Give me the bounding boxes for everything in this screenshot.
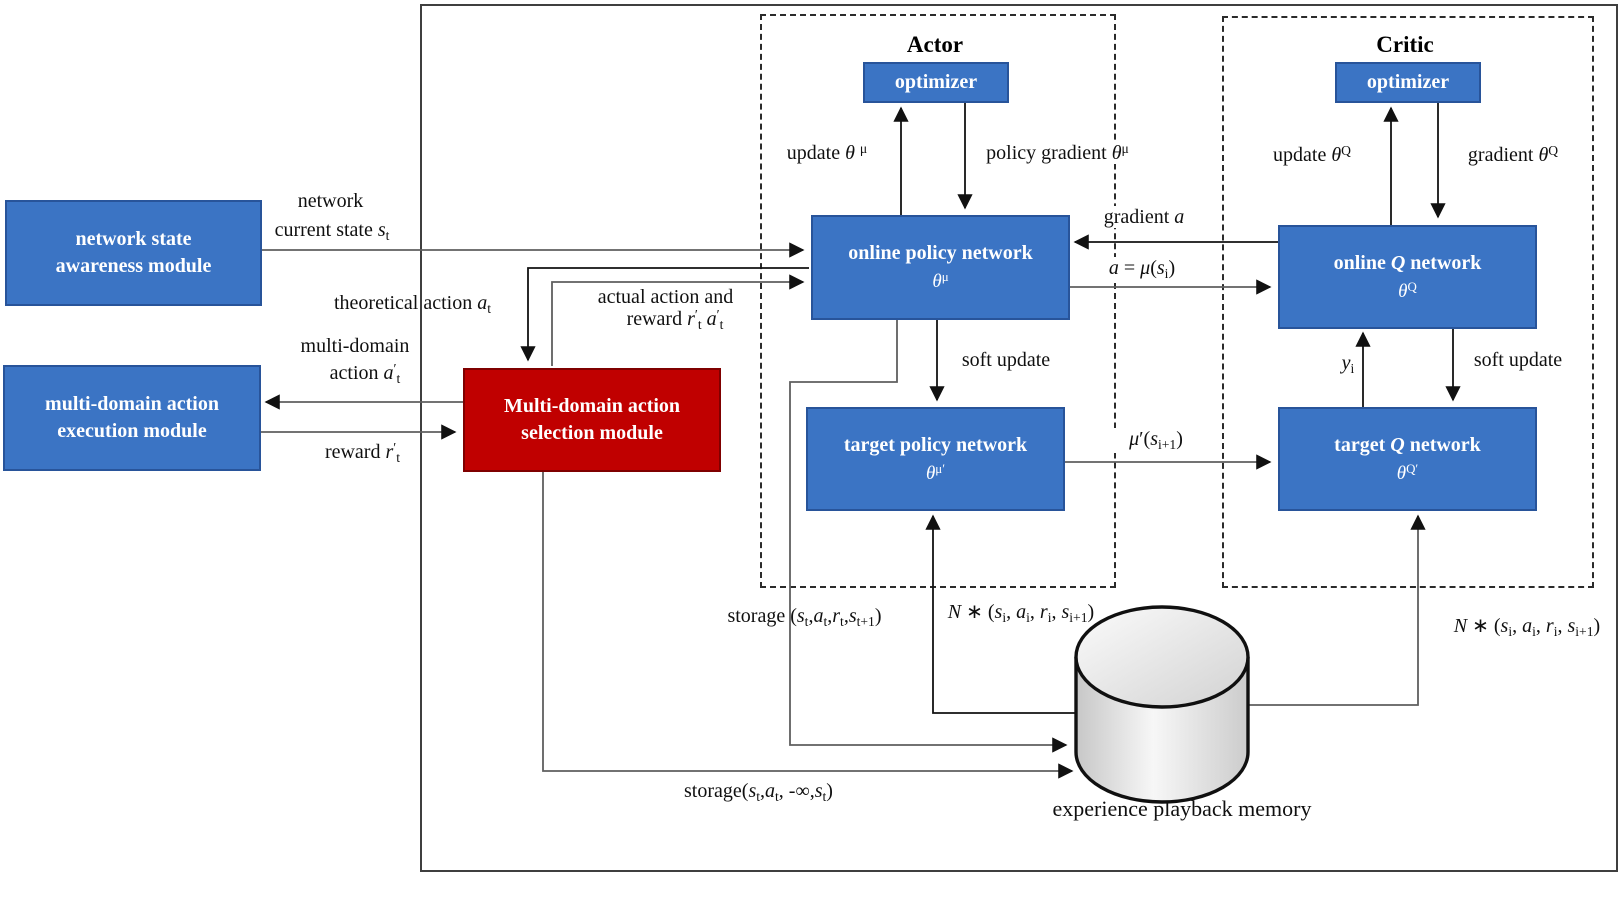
edge-storage-inf — [542, 470, 1074, 779]
label-y-i: yi — [1341, 352, 1355, 377]
label-reward: reward r′t — [324, 440, 401, 466]
label-gradient-theta-q: gradient θQ — [1445, 143, 1581, 167]
label-update-theta-mu: update θ μ — [786, 141, 868, 165]
label-multidomain: multi-domain — [300, 335, 410, 357]
label-batch-right: N ∗ (si, ai, ri, si+1) — [1453, 615, 1601, 640]
label-gradient-a: gradient a — [1086, 206, 1202, 228]
edge-actual-action-reward — [551, 274, 805, 366]
label-soft-update-critic: soft update — [1473, 349, 1563, 371]
edge-batch-to-target-q — [1245, 514, 1426, 706]
actor-group-frame — [760, 14, 1116, 588]
module-label-line: execution module — [57, 420, 207, 442]
module-label-line: selection module — [521, 422, 663, 444]
actor-optimizer-box: optimizer — [863, 62, 1009, 103]
label-current-state: current state st — [274, 219, 390, 244]
optimizer-label: optimizer — [894, 71, 978, 93]
critic-group-frame — [1222, 16, 1594, 588]
edge-storage-t — [789, 317, 1068, 753]
online-q-network-box: online Q network θQ — [1278, 225, 1537, 329]
edge-batch-to-target-policy — [925, 514, 1080, 714]
network-param: θQ — [1398, 278, 1417, 302]
network-name: target Q network — [1334, 433, 1481, 456]
network-param: θμ′ — [925, 460, 946, 484]
label-theoretical-action: theoretical action at — [333, 292, 492, 317]
label-soft-update-actor: soft update — [961, 349, 1051, 371]
network-param: θQ′ — [1396, 460, 1419, 484]
label-policy-gradient: policy gradient θμ — [968, 141, 1147, 165]
online-policy-network-box: online policy network θμ — [811, 215, 1070, 320]
label-mu-s-next: μ′(si+1) — [1090, 428, 1222, 454]
label-multidomain-action: action a′t — [329, 361, 401, 387]
module-label-line: multi-domain action — [45, 393, 219, 415]
target-q-network-box: target Q network θQ′ — [1278, 407, 1537, 511]
system-boundary — [420, 4, 1618, 872]
critic-optimizer-box: optimizer — [1335, 62, 1481, 103]
module-label-line: network state — [75, 228, 192, 250]
edge-theoretical-action — [520, 267, 809, 362]
multi-domain-action-execution-module: multi-domain action execution module — [3, 365, 261, 471]
critic-title: Critic — [1376, 32, 1434, 57]
label-storage-inf: storage(st,at, -∞,st) — [684, 780, 833, 805]
multi-domain-action-selection-module: Multi-domain action selection module — [463, 368, 721, 472]
target-policy-network-box: target policy network θμ′ — [806, 407, 1065, 511]
label-update-theta-q: update θQ — [1273, 143, 1351, 167]
label-a-eq-mu: a = μ(si) — [1078, 257, 1206, 283]
network-name: online policy network — [848, 242, 1033, 265]
actor-title: Actor — [906, 32, 964, 57]
label-actual-reward: reward r′t a′t — [626, 307, 724, 333]
network-name: target policy network — [843, 433, 1028, 456]
network-name: online Q network — [1333, 251, 1482, 274]
label-actual-action: actual action and — [597, 286, 734, 308]
experience-memory-cylinder — [1074, 605, 1250, 804]
label-network: network — [297, 190, 364, 212]
label-storage-t: storage (st,at,rt,st+1) — [727, 605, 882, 630]
module-label-line: Multi-domain action — [503, 395, 681, 417]
network-state-awareness-module: network state awareness module — [5, 200, 262, 306]
module-label-line: awareness module — [55, 255, 212, 277]
label-experience-memory: experience playback memory — [1052, 796, 1312, 821]
network-param: θμ — [932, 269, 949, 293]
label-batch-left: N ∗ (si, ai, ri, si+1) — [947, 601, 1095, 626]
optimizer-label: optimizer — [1366, 71, 1450, 93]
